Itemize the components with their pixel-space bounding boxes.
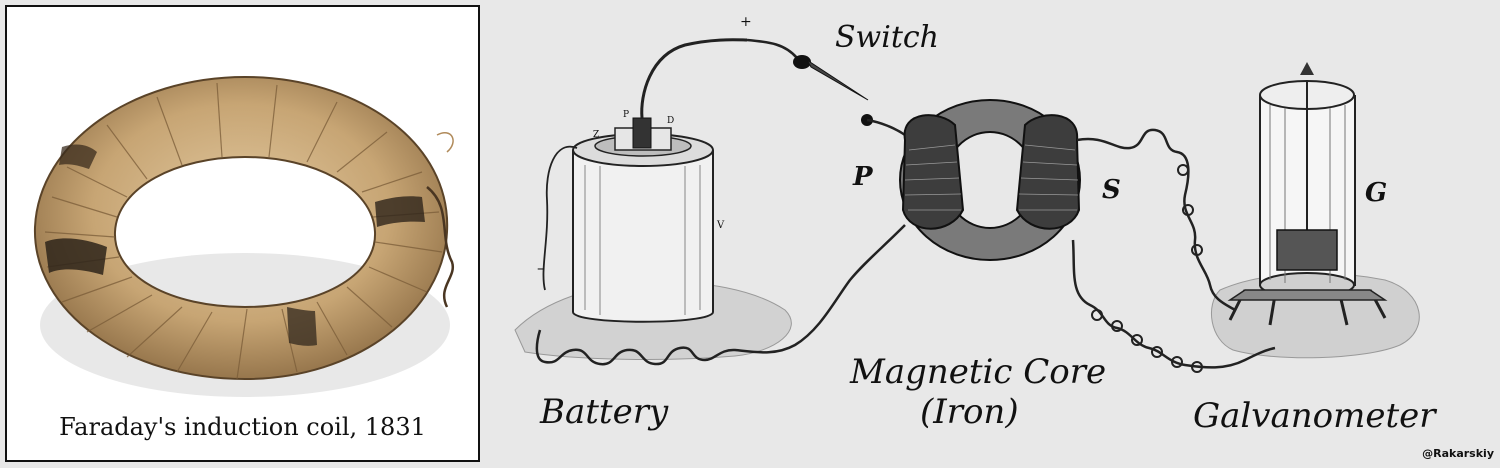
induction-coil-photo-panel: Faraday's induction coil, 1831 [5, 5, 480, 462]
galvanometer-label: Galvanometer [1193, 396, 1436, 436]
plus-terminal-label: + [740, 14, 752, 30]
credit-watermark: @Rakarskiy [1422, 447, 1494, 460]
induction-coil-photo [33, 75, 455, 397]
primary-coil-label: P [853, 162, 873, 192]
secondary-coil-label: S [1102, 175, 1121, 205]
battery-drawing [572, 117, 714, 323]
switch-label: Switch [835, 20, 940, 55]
battery-v-label: V [717, 220, 725, 231]
battery-d-label: D [667, 116, 675, 126]
photo-caption: Faraday's induction coil, 1831 [59, 413, 426, 441]
minus-terminal-label: – [537, 258, 545, 277]
battery-label: Battery [540, 392, 669, 432]
galvanometer-drawing [1227, 62, 1388, 326]
magnetic-core-drawing [899, 99, 1081, 261]
battery-p-label: P [623, 110, 630, 120]
battery-z-label: Z [593, 130, 600, 140]
galvanometer-letter: G [1365, 178, 1388, 208]
induction-circuit-diagram: Switch Battery Magnetic Core (Iron) Galv… [485, 0, 1500, 468]
magnetic-core-sublabel: (Iron) [920, 392, 1019, 432]
circuit-drawing [514, 38, 1420, 373]
magnetic-core-label: Magnetic Core [850, 352, 1107, 392]
